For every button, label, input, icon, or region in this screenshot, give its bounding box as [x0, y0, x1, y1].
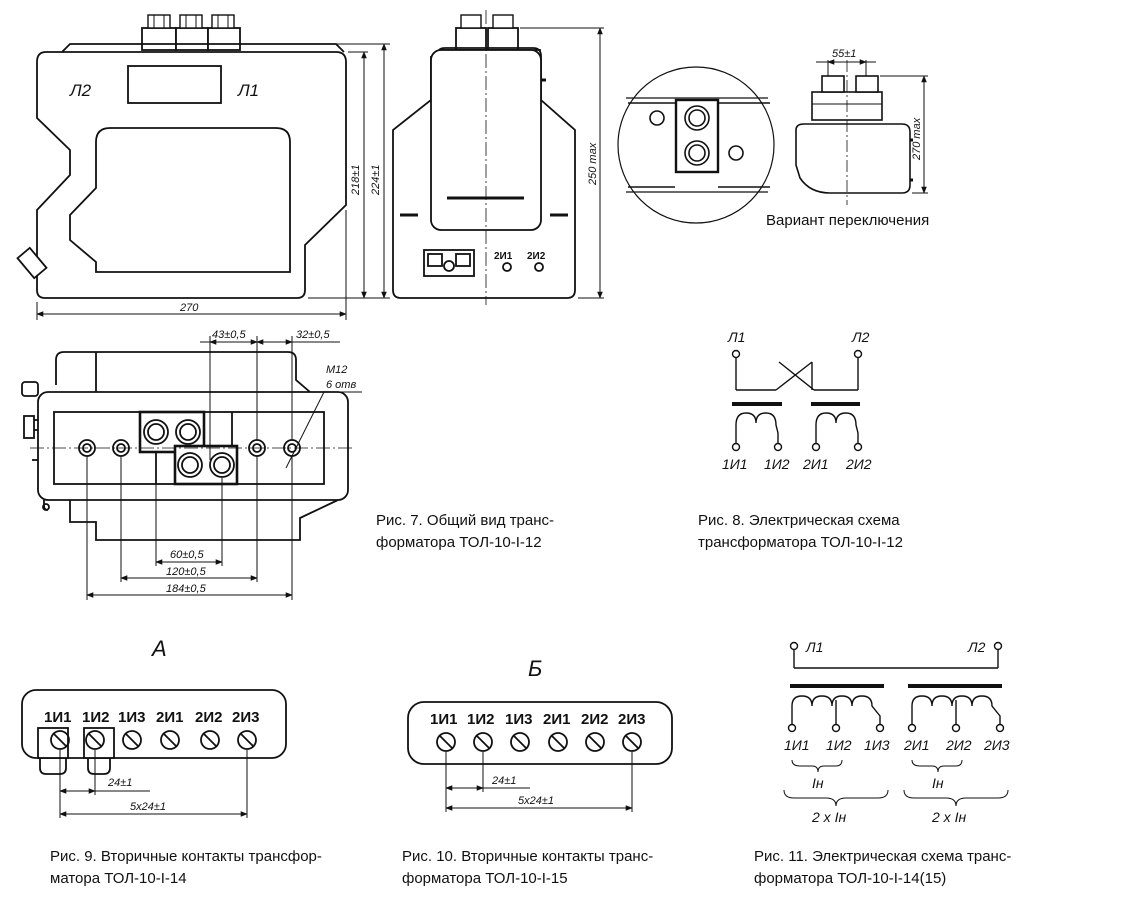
fig11-l1: Л1: [805, 639, 823, 655]
dim-43: 43±0,5: [212, 329, 246, 341]
fig10-terminal-labels: 1И1 1И2 1И3 2И1 2И2 2И3: [430, 711, 645, 728]
fig9-view-letter: А: [150, 636, 167, 661]
fig7-top-view: [21, 351, 349, 541]
fig8-caption-line2: трансформатора ТОЛ-10-I-12: [698, 534, 903, 551]
fig11-in-1: Iн: [812, 775, 824, 791]
fig10-dim-pitch: 24±1: [491, 775, 516, 787]
fig10-terminal-block: [407, 701, 673, 765]
fig7-front-labels: Л2 Л1: [69, 81, 259, 100]
fig10-caption: Рис. 10. Вторичные контакты транс- форма…: [402, 846, 653, 890]
dim-60: 60±0,5: [170, 549, 204, 561]
fig8-2i1: 2И1: [802, 456, 829, 472]
fig11-schematic: [783, 641, 1009, 807]
dim-184: 184±0,5: [166, 583, 207, 595]
fig11-1i3: 1И3: [864, 737, 890, 753]
fig8-caption-line1: Рис. 8. Электрическая схема: [698, 512, 900, 529]
fig8-l1: Л1: [727, 329, 745, 345]
dim-height-224: 224±1: [370, 164, 382, 196]
side-term-2i2: 2И2: [527, 251, 546, 262]
fig9-caption-line2: матора ТОЛ-10-I-14: [50, 870, 187, 887]
dim-height-218: 218±1: [350, 164, 362, 196]
side-term-2i1: 2И1: [494, 251, 513, 262]
variant-side: [795, 75, 913, 194]
fig11-2in-2: 2 х Iн: [931, 809, 966, 825]
fig9-t4: 2И1: [156, 709, 183, 726]
fig10-t6: 2И3: [618, 711, 645, 728]
fig9-dimensions: [59, 750, 248, 818]
fig9-t3: 1И3: [118, 709, 145, 726]
variant-detail: [617, 66, 775, 224]
fig9-caption: Рис. 9. Вторичные контакты трансфор- мат…: [50, 846, 322, 890]
fig10-t3: 1И3: [505, 711, 532, 728]
fig9-terminal-labels: 1И1 1И2 1И3 2И1 2И2 2И3: [44, 709, 259, 726]
fig9-dim-total: 5x24±1: [130, 801, 166, 813]
fig11-l2: Л2: [967, 639, 986, 655]
fig8-1i2: 1И2: [764, 456, 790, 472]
variant-dim-55: 55±1: [832, 48, 856, 60]
dim-side-250: 250 max: [587, 142, 599, 186]
fig11-caption-line2: форматора ТОЛ-10-I-14(15): [754, 870, 947, 887]
fig9-caption-line1: Рис. 9. Вторичные контакты трансфор-: [50, 848, 322, 865]
dim-32: 32±0,5: [296, 329, 330, 341]
fig7-side-dimensions: [520, 27, 604, 299]
fig7-side-view: [392, 14, 576, 299]
fig7-caption-line2: форматора ТОЛ-10-I-12: [376, 534, 542, 551]
variant-dim-270: 270 max: [911, 117, 923, 161]
fig10-dimensions: [445, 752, 633, 812]
fig8-labels: Л1 Л2 1И1 1И2 2И1 2И2: [722, 329, 872, 472]
fig11-1i1: 1И1: [784, 737, 810, 753]
mark-l1: Л1: [237, 81, 259, 100]
fig8-1i1: 1И1: [722, 456, 748, 472]
fig11-1i2: 1И2: [826, 737, 852, 753]
fig9-t6: 2И3: [232, 709, 259, 726]
fig10-t5: 2И2: [581, 711, 608, 728]
fig11-2i1: 2И1: [903, 737, 930, 753]
fig11-2i2: 2И2: [945, 737, 972, 753]
variant-caption: Вариант переключения: [766, 212, 930, 229]
fig10-caption-line1: Рис. 10. Вторичные контакты транс-: [402, 848, 654, 865]
fig10-t2: 1И2: [467, 711, 494, 728]
fig10-view-letter: Б: [528, 656, 542, 681]
fig7-caption: Рис. 7. Общий вид транс- форматора ТОЛ-1…: [376, 510, 554, 554]
fig9-terminal-block: [21, 689, 287, 775]
fig9-t1: 1И1: [44, 709, 71, 726]
bolt-size: M12: [326, 364, 347, 376]
fig7-top-dim-labels: 43±0,5 32±0,5 60±0,5 120±0,5 184±0,5 M12…: [166, 329, 356, 595]
fig7-front-dimensions: [36, 43, 390, 320]
fig8-2i2: 2И2: [845, 456, 872, 472]
fig8-l2: Л2: [851, 329, 870, 345]
fig10-t1: 1И1: [430, 711, 457, 728]
fig11-in-2: Iн: [932, 775, 944, 791]
fig11-labels: Л1 Л2 1И1 1И2 1И3 2И1 2И2 2И3 Iн Iн 2 х …: [784, 639, 1010, 825]
fig7-side-terminal-labels: 2И1 2И2: [494, 251, 546, 262]
dim-120: 120±0,5: [166, 566, 207, 578]
fig7-front-view: [16, 14, 347, 299]
fig11-caption-line1: Рис. 11. Электрическая схема транс-: [754, 848, 1012, 865]
fig8-caption: Рис. 8. Электрическая схема трансформато…: [698, 510, 903, 554]
variant-dimensions: [816, 59, 928, 194]
fig7-caption-line1: Рис. 7. Общий вид транс-: [376, 512, 555, 529]
fig10-t4: 2И1: [543, 711, 570, 728]
fig11-caption: Рис. 11. Электрическая схема транс- форм…: [754, 846, 1011, 890]
fig8-schematic: [731, 349, 863, 452]
mark-l2: Л2: [69, 81, 92, 100]
dim-width-270: 270: [179, 302, 199, 314]
fig10-dim-total: 5x24±1: [518, 795, 554, 807]
fig9-t2: 1И2: [82, 709, 109, 726]
fig7-top-dimensions: [86, 336, 362, 600]
bolt-count: 6 отв: [326, 379, 356, 391]
fig11-2in-1: 2 х Iн: [811, 809, 846, 825]
fig11-2i3: 2И3: [983, 737, 1010, 753]
fig9-dim-pitch: 24±1: [107, 777, 132, 789]
fig9-t5: 2И2: [195, 709, 222, 726]
fig10-caption-line2: форматора ТОЛ-10-I-15: [402, 870, 568, 887]
